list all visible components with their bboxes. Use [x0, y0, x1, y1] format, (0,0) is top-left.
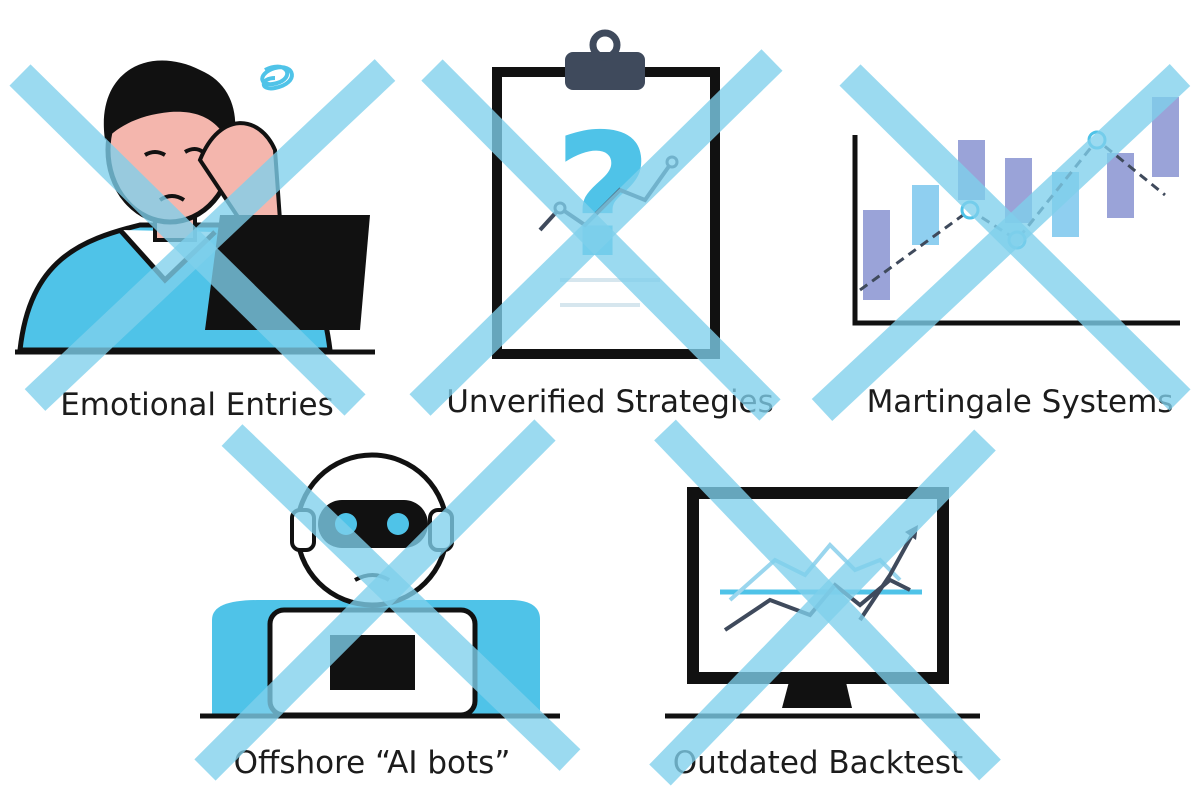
x-mark-icon — [811, 64, 1191, 421]
x-mark-icon — [194, 419, 581, 781]
item-label-emotional-entries: Emotional Entries — [60, 387, 334, 423]
x-mark-icon — [409, 49, 783, 421]
item-label-offshore-ai-bots: Offshore “AI bots” — [234, 745, 511, 781]
item-label-outdated-backtest: Outdated Backtest — [673, 745, 963, 781]
item-label-martingale-systems: Martingale Systems — [867, 384, 1174, 420]
x-mark-icon — [9, 59, 396, 416]
item-label-unverified-strategies: Unverified Strategies — [446, 384, 774, 420]
x-mark-icon — [649, 419, 1001, 786]
